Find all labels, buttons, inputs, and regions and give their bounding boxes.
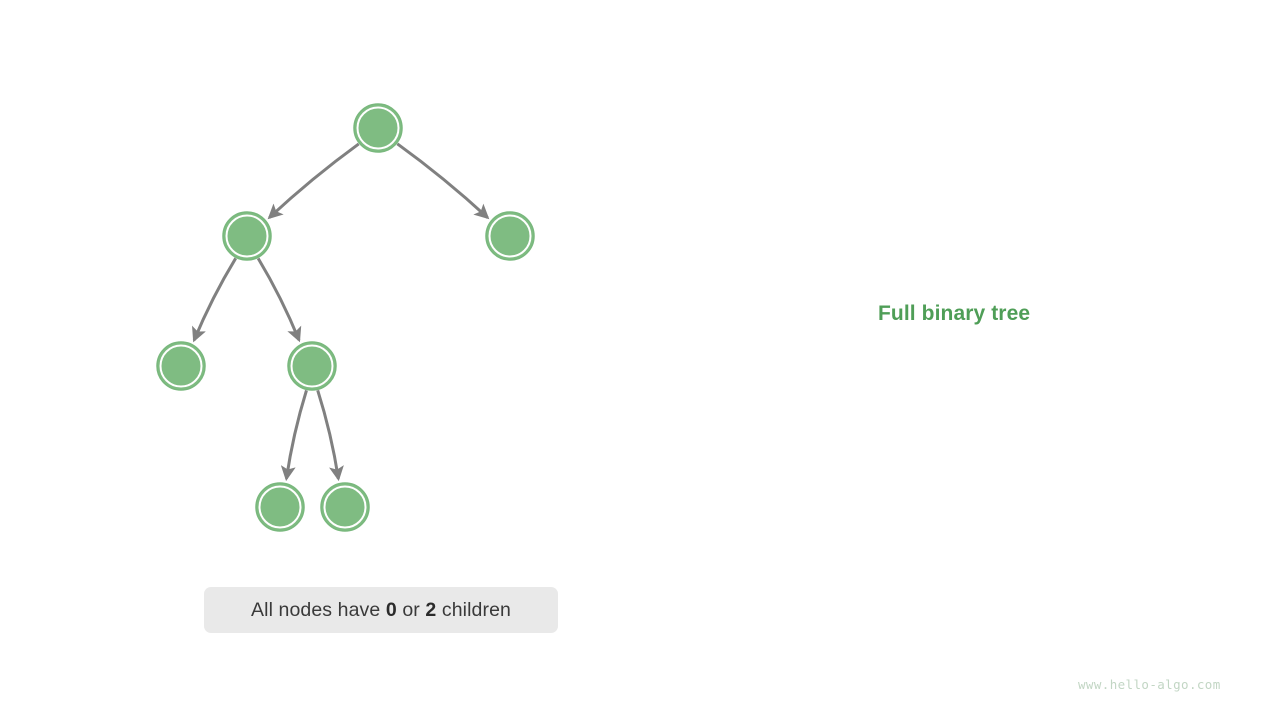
caption-box: All nodes have 0 or 2 children <box>204 587 558 633</box>
tree-node-ring <box>356 106 400 150</box>
tree-node-layer <box>156 103 535 532</box>
caption-suffix: children <box>436 598 511 621</box>
tree-node <box>222 211 272 261</box>
tree-edge <box>280 389 308 482</box>
tree-edge <box>316 389 344 482</box>
tree-edge-layer <box>192 142 490 482</box>
tree-node-ring <box>159 344 203 388</box>
tree-node-ring <box>290 344 334 388</box>
tree-node <box>287 341 337 391</box>
tree-node-ring <box>258 485 302 529</box>
caption-prefix: All nodes have <box>251 598 386 621</box>
page-title: Full binary tree <box>878 302 1031 325</box>
tree-edge <box>256 257 302 343</box>
tree-edge <box>267 142 360 220</box>
tree-node-ring <box>225 214 269 258</box>
tree-node-circle <box>485 211 535 261</box>
tree-node-circle <box>320 482 370 532</box>
tree-node-circle <box>156 341 206 391</box>
caption-bold-two: 2 <box>425 598 437 621</box>
tree-node <box>320 482 370 532</box>
tree-node-circle <box>255 482 305 532</box>
tree-node-circle <box>287 341 337 391</box>
tree-node-circle <box>222 211 272 261</box>
tree-edge <box>396 142 490 220</box>
tree-edge <box>192 257 237 343</box>
watermark: www.hello-algo.com <box>1078 677 1221 692</box>
tree-node <box>156 341 206 391</box>
caption-middle: or <box>396 598 426 621</box>
tree-node <box>353 103 403 153</box>
tree-node <box>485 211 535 261</box>
tree-node-circle <box>353 103 403 153</box>
caption-bold-zero: 0 <box>385 598 397 621</box>
caption-text: All nodes have 0 or 2 children <box>251 599 511 622</box>
tree-node-ring <box>488 214 532 258</box>
tree-node <box>255 482 305 532</box>
tree-node-ring <box>323 485 367 529</box>
